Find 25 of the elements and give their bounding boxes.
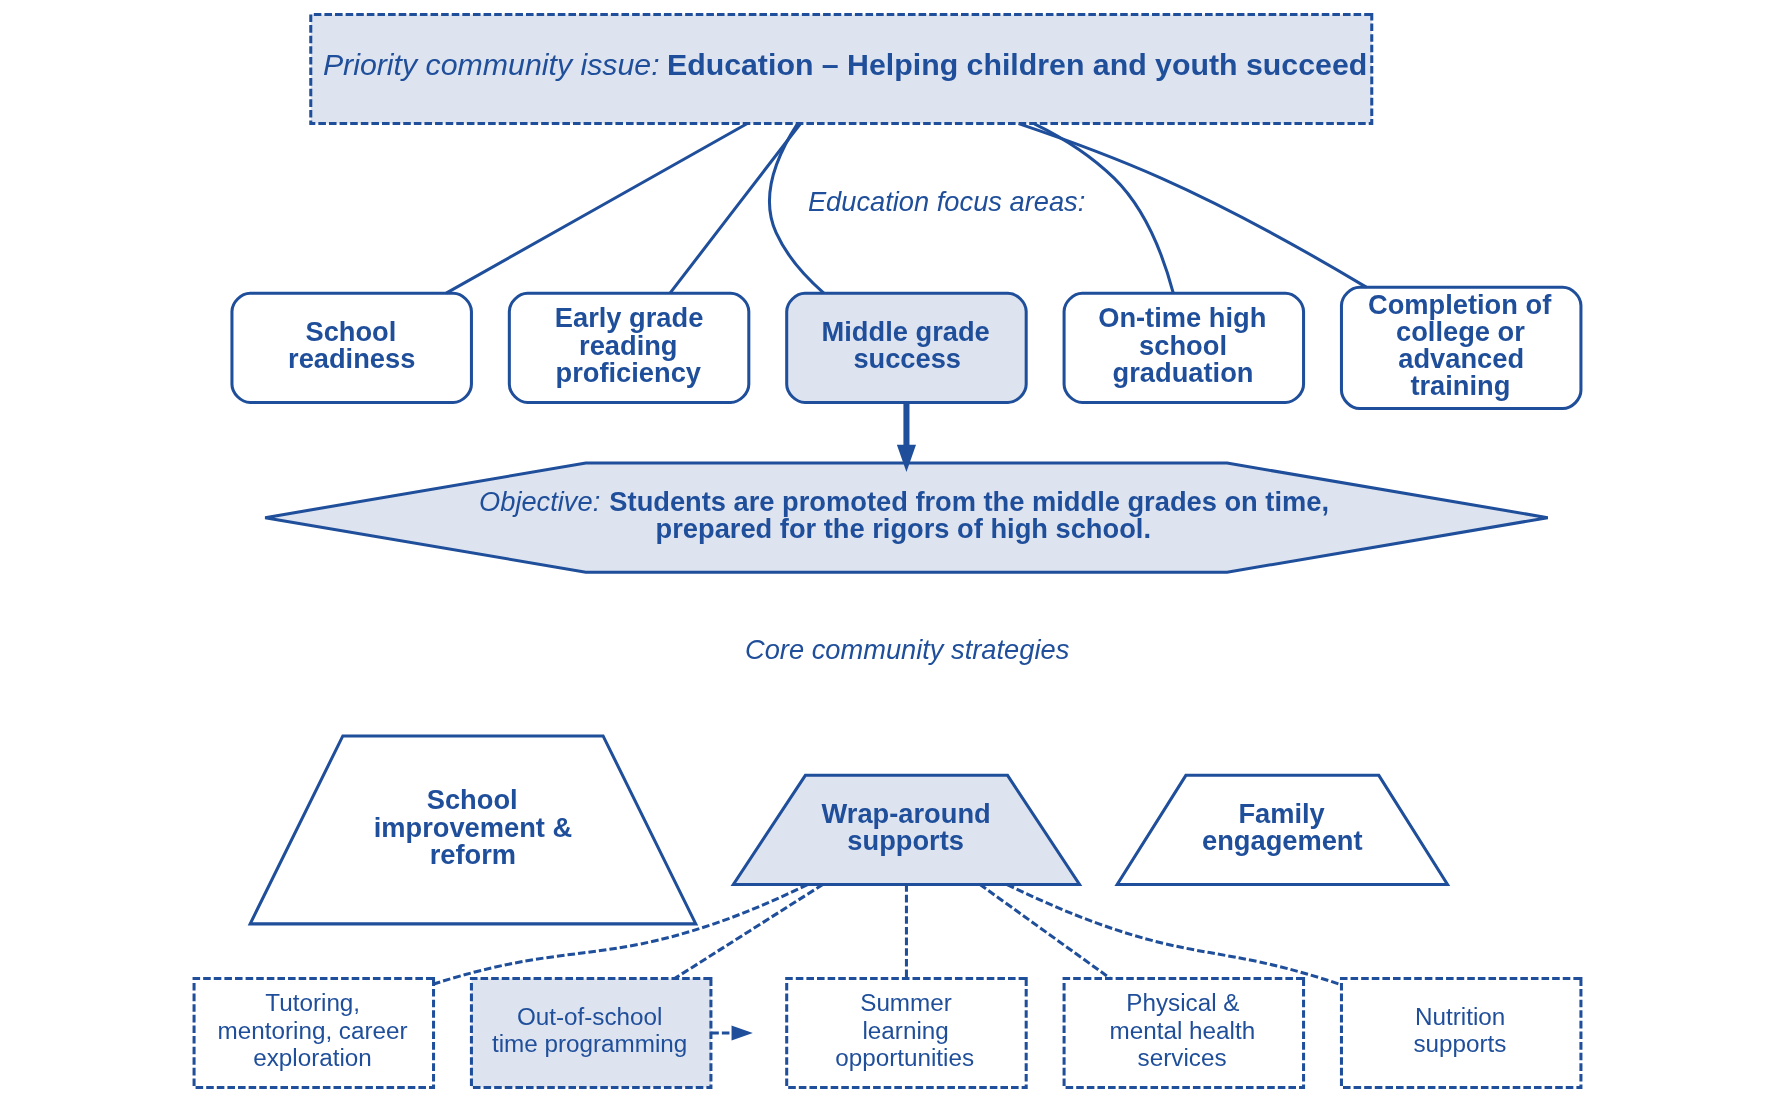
connector [674, 883, 824, 980]
node-box: Middle grade success [785, 291, 1028, 404]
node-box: Summer learning opportunities [785, 976, 1028, 1090]
connector [445, 122, 748, 295]
label: Core community strategies [745, 634, 1070, 666]
node-box: Physical & mental health services [1062, 976, 1306, 1090]
arrow [896, 402, 916, 473]
node-box: Completion of college or advanced training [1339, 285, 1583, 411]
connector [768, 122, 825, 295]
node-box: School readiness [230, 291, 473, 404]
node-box: Priority community issue: Education – Helping children and youth succeed [309, 12, 1374, 126]
connector [669, 122, 802, 294]
node-box: Nutrition supports [1339, 976, 1583, 1090]
arrow [711, 1025, 753, 1041]
connector [433, 883, 809, 986]
connector [979, 883, 1111, 980]
connector [1018, 122, 1367, 289]
connector [1006, 883, 1342, 987]
connector [1033, 122, 1175, 294]
node-box: Tutoring, mentoring, career exploration [192, 976, 436, 1090]
node-box: Early grade reading proficiency [507, 291, 751, 404]
node-box: Out-of-school time programming [469, 976, 713, 1090]
connector [904, 884, 908, 979]
node-box: On-time high school graduation [1062, 291, 1306, 404]
label: Education focus areas: [807, 185, 1086, 217]
